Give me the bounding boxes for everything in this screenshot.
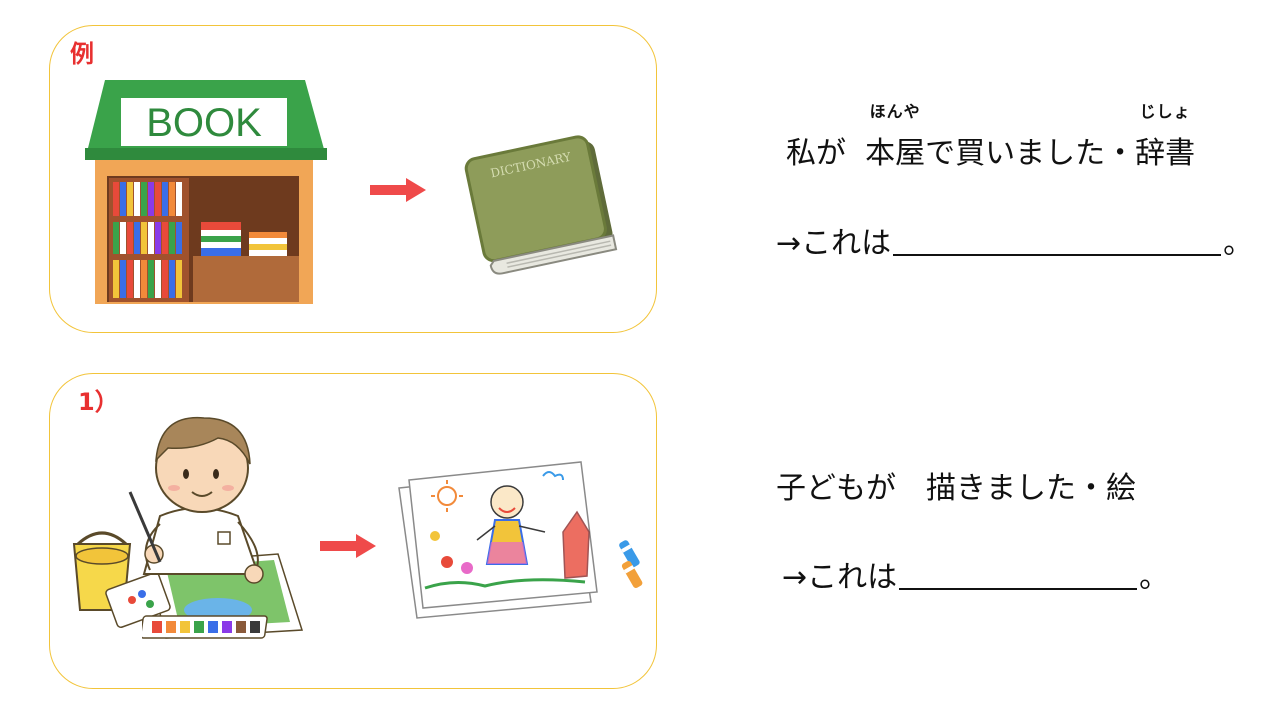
answer-prefix: →これは [782, 560, 898, 595]
answer-suffix: 。 [1223, 226, 1254, 261]
crayons-illustration [613, 534, 653, 598]
question1-panel: 1） [49, 373, 657, 689]
bookstore-illustration: BOOK [83, 78, 331, 308]
ruby-reading: ほんや [869, 102, 921, 121]
ruby-reading: じしょ [1139, 102, 1191, 121]
example-label: 例 [70, 40, 94, 68]
example-panel: 例 BOOK [49, 25, 657, 333]
question1-label: 1） [78, 388, 119, 416]
sentence-part: で買いました・ [925, 136, 1136, 171]
shop-sign-text: BOOK [146, 101, 262, 145]
child-drawing-illustration [395, 452, 605, 626]
sentence-part: 私が [786, 136, 846, 171]
answer-blank[interactable] [899, 558, 1138, 590]
answer-blank[interactable] [893, 224, 1222, 256]
dictionary-book-illustration: DICTIONARY [455, 124, 625, 290]
question1-sentence: 子どもが 描きました・絵 [776, 471, 1136, 506]
answer-prefix: →これは [776, 226, 892, 261]
example-answer-line: →これは 。 [776, 218, 1253, 262]
ruby-word-honya: ほんや本屋 [865, 102, 926, 172]
example-sentence: 私が ほんや本屋で買いました・じしょ辞書 [786, 102, 1196, 172]
paint-set-illustration [139, 612, 270, 646]
answer-suffix: 。 [1139, 560, 1170, 595]
arrow-right-icon [370, 178, 426, 202]
ruby-base: 辞書 [1135, 136, 1196, 171]
question1-answer-line: →これは 。 [782, 552, 1169, 596]
ruby-base: 本屋 [865, 136, 926, 171]
ruby-word-jisho: じしょ辞書 [1135, 102, 1196, 172]
arrow-right-icon [320, 534, 376, 558]
